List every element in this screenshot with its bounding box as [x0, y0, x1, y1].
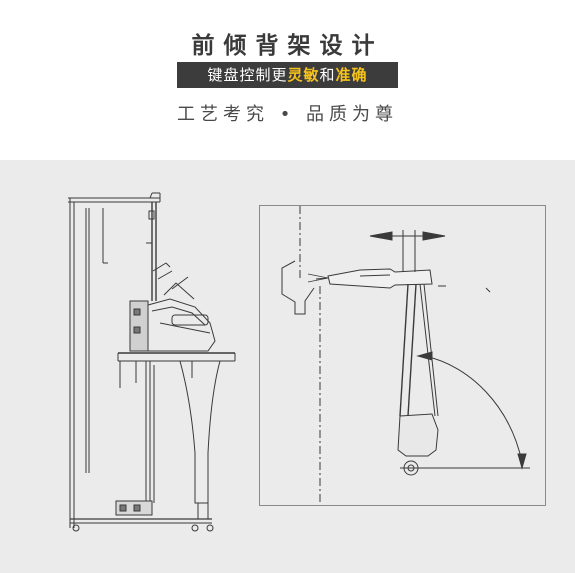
illustration-panel — [0, 160, 575, 573]
feature-banner: 键盘控制更灵敏和准确 — [177, 62, 398, 88]
subtitle: 工艺考究 • 品质为尊 — [176, 104, 399, 125]
header: 前倾背架设计 键盘控制更灵敏和准确 工艺考究 • 品质为尊 — [0, 0, 575, 160]
banner-highlight-2: 准确 — [335, 66, 368, 84]
banner-highlight-1: 灵敏 — [287, 66, 320, 84]
banner-text-1: 键盘控制更 — [207, 66, 288, 84]
piano-side-section-drawing — [68, 192, 236, 532]
detail-drawing-frame — [259, 205, 546, 506]
banner-text-2: 和 — [319, 66, 336, 84]
page-title: 前倾背架设计 — [191, 33, 384, 59]
backframe-detail-drawing — [281, 206, 530, 505]
